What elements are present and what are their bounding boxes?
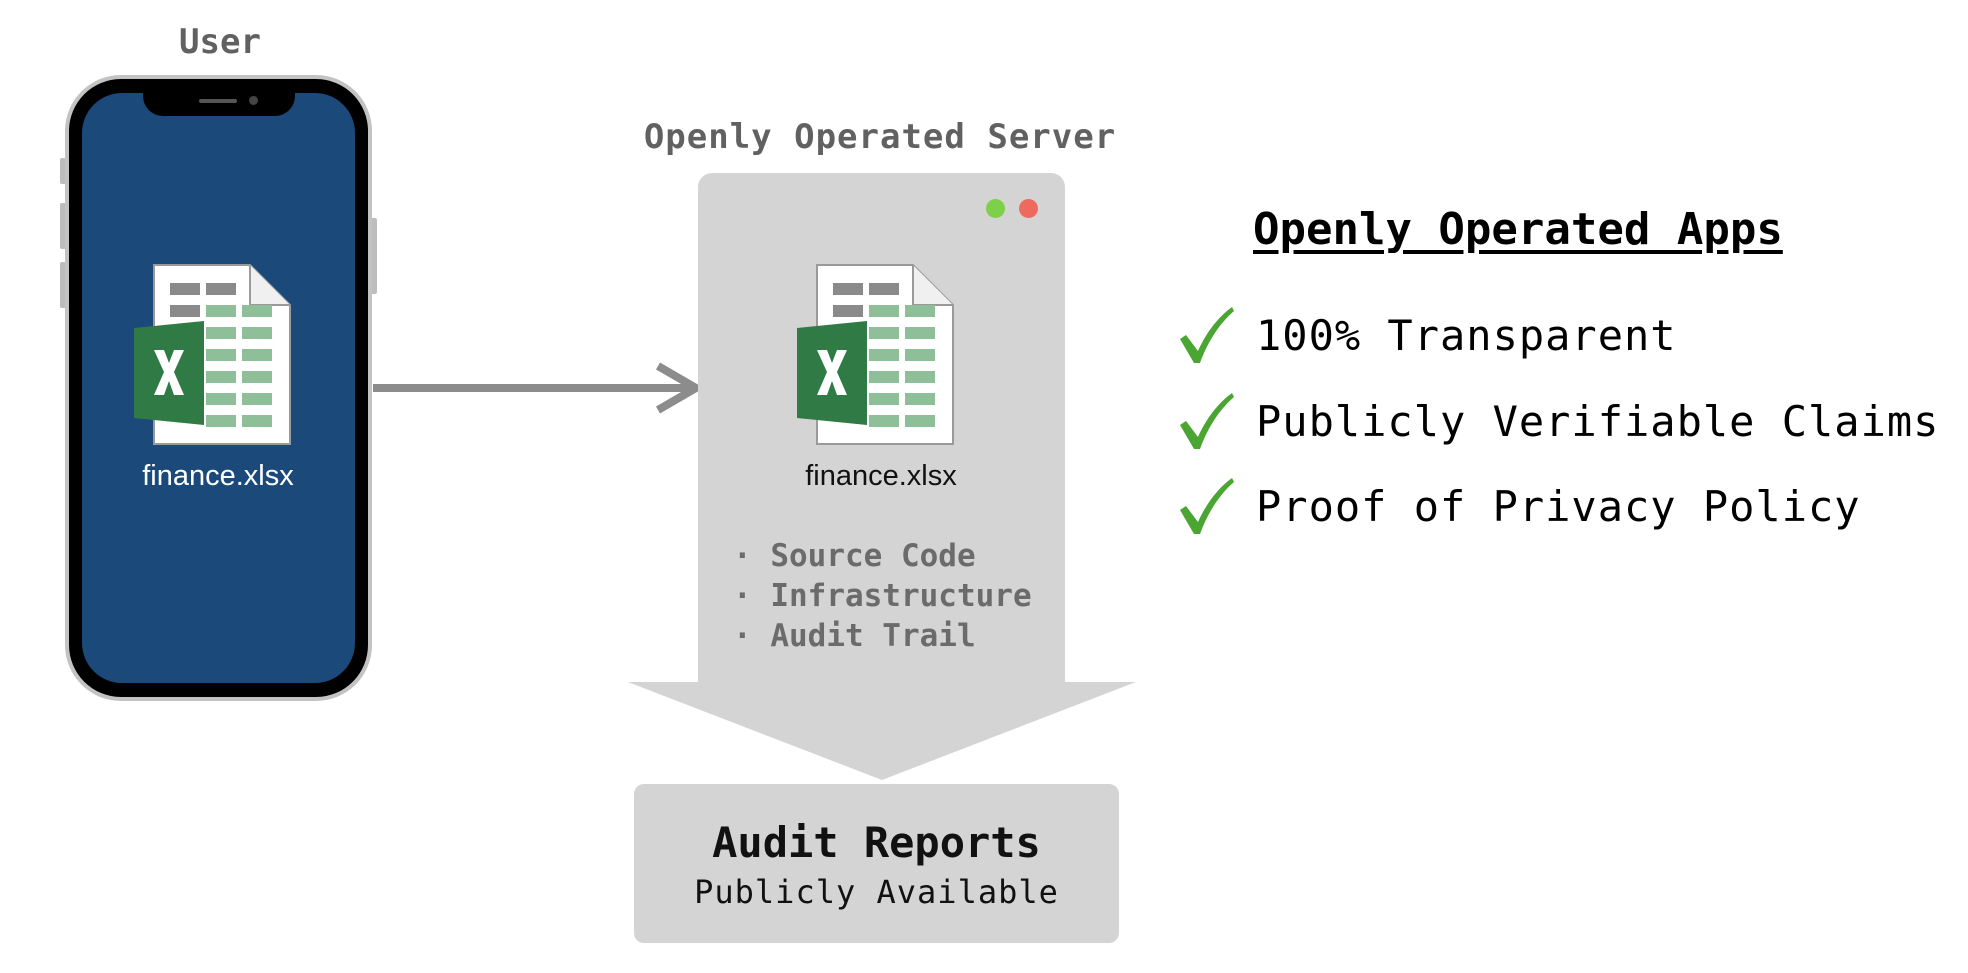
down-arrow-head [628,682,1136,780]
phone-power-button [371,218,377,294]
window-dot-red [1019,199,1038,218]
phone-volume-up-button [60,203,66,249]
feature-text: Publicly Verifiable Claims [1256,396,1940,446]
window-dot-green [986,199,1005,218]
bullet-audit-trail: Audit Trail [733,616,1032,656]
bullet-infrastructure: Infrastructure [733,576,1031,616]
excel-spreadsheet-icon [134,264,291,445]
arrow-head-icon [655,362,704,414]
checkmark-icon [1180,307,1234,363]
phone-camera [249,96,258,105]
apps-title: Openly Operated Apps [1253,204,1783,255]
feature-item: Proof of Privacy Policy [1176,476,1861,536]
server-title: Openly Operated Server [643,117,1117,157]
feature-text: 100% Transparent [1256,310,1677,360]
checkmark-icon [1180,393,1234,449]
upload-arrow-line [373,384,690,392]
bullet-source-code: Source Code [733,536,1032,576]
phone-notch [143,92,295,116]
audit-reports-subtitle: Publicly Available [694,873,1059,911]
audit-reports-box: Audit Reports Publicly Available [634,784,1119,943]
server-file-name: finance.xlsx [805,460,957,492]
feature-item: Publicly Verifiable Claims [1176,391,1939,451]
excel-spreadsheet-icon [797,264,954,445]
phone-file-name: finance.xlsx [142,460,294,492]
feature-text: Proof of Privacy Policy [1256,481,1861,531]
audit-reports-title: Audit Reports [712,818,1041,867]
phone-volume-down-button [60,262,66,308]
user-label: User [179,22,261,62]
phone-speaker [199,99,237,103]
checkmark-icon [1180,478,1234,534]
phone-side-button [60,158,66,184]
feature-item: 100% Transparent [1176,305,1677,365]
server-bullet-list: Source Code Infrastructure Audit Trail [733,536,1032,656]
